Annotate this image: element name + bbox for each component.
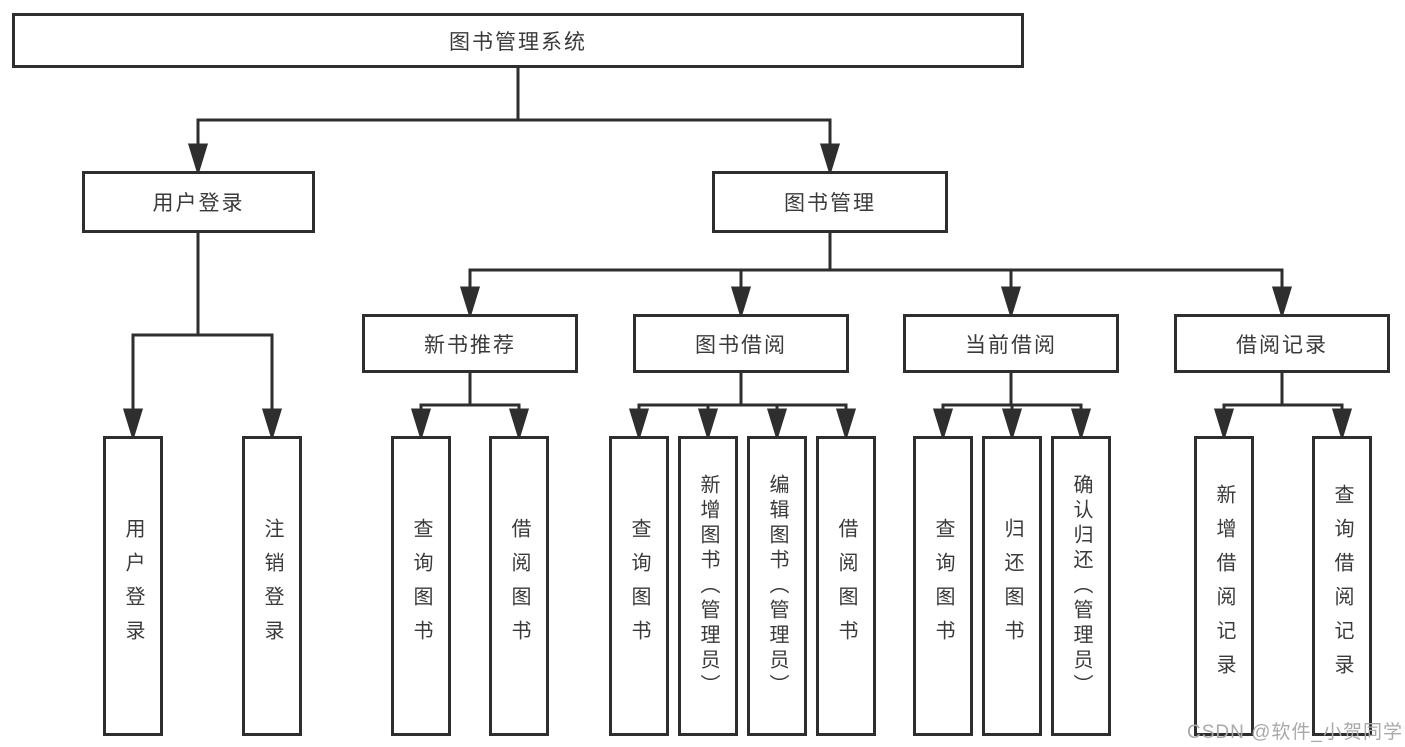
node-label: 查询图书 — [628, 518, 650, 654]
node-book-management: 图书管理 — [712, 171, 948, 233]
leaf-query-books-borrowing: 查询图书 — [609, 436, 669, 736]
node-label: 确认归还（管理员） — [1070, 473, 1092, 699]
node-label: 借阅图书 — [508, 518, 530, 654]
node-label: 图书借阅 — [695, 333, 787, 357]
leaf-return-books: 归还图书 — [982, 436, 1042, 736]
node-label: 借阅图书 — [835, 518, 857, 654]
node-label: 查询借阅记录 — [1331, 484, 1353, 688]
csdn-watermark: CSDN @软件_小贺同学 — [1187, 722, 1403, 743]
node-label: 图书管理系统 — [449, 30, 587, 54]
leaf-edit-books-admin: 编辑图书（管理员） — [747, 436, 807, 736]
node-label: 新书推荐 — [424, 333, 516, 357]
leaf-user-login: 用户登录 — [103, 436, 163, 736]
leaf-logout: 注销登录 — [242, 436, 302, 736]
node-label: 当前借阅 — [965, 333, 1057, 357]
node-label: 查询图书 — [932, 518, 954, 654]
node-label: 借阅记录 — [1236, 333, 1328, 357]
node-borrowing-records: 借阅记录 — [1174, 314, 1390, 373]
leaf-query-borrow-record: 查询借阅记录 — [1312, 436, 1372, 736]
leaf-add-borrow-record: 新增借阅记录 — [1194, 436, 1254, 736]
node-label: 用户登录 — [122, 518, 144, 654]
node-new-book-recommendation: 新书推荐 — [362, 314, 578, 373]
node-library-management-system: 图书管理系统 — [12, 13, 1024, 68]
node-label: 查询图书 — [410, 518, 432, 654]
leaf-add-books-admin: 新增图书（管理员） — [678, 436, 738, 736]
node-label: 新增借阅记录 — [1213, 484, 1235, 688]
node-label: 归还图书 — [1001, 518, 1023, 654]
leaf-query-books-recommend: 查询图书 — [391, 436, 451, 736]
node-label: 图书管理 — [784, 192, 876, 215]
node-label: 编辑图书（管理员） — [766, 473, 788, 699]
node-label: 注销登录 — [261, 518, 283, 654]
leaf-query-books-current: 查询图书 — [913, 436, 973, 736]
node-label: 用户登录 — [152, 192, 245, 215]
node-current-borrowing: 当前借阅 — [903, 314, 1119, 373]
leaf-borrow-books: 借阅图书 — [816, 436, 876, 736]
node-book-borrowing: 图书借阅 — [633, 314, 849, 373]
node-label: 新增图书（管理员） — [697, 473, 719, 699]
node-user-login: 用户登录 — [82, 171, 315, 233]
leaf-confirm-return-admin: 确认归还（管理员） — [1051, 436, 1111, 736]
leaf-borrow-books-recommend: 借阅图书 — [489, 436, 549, 736]
